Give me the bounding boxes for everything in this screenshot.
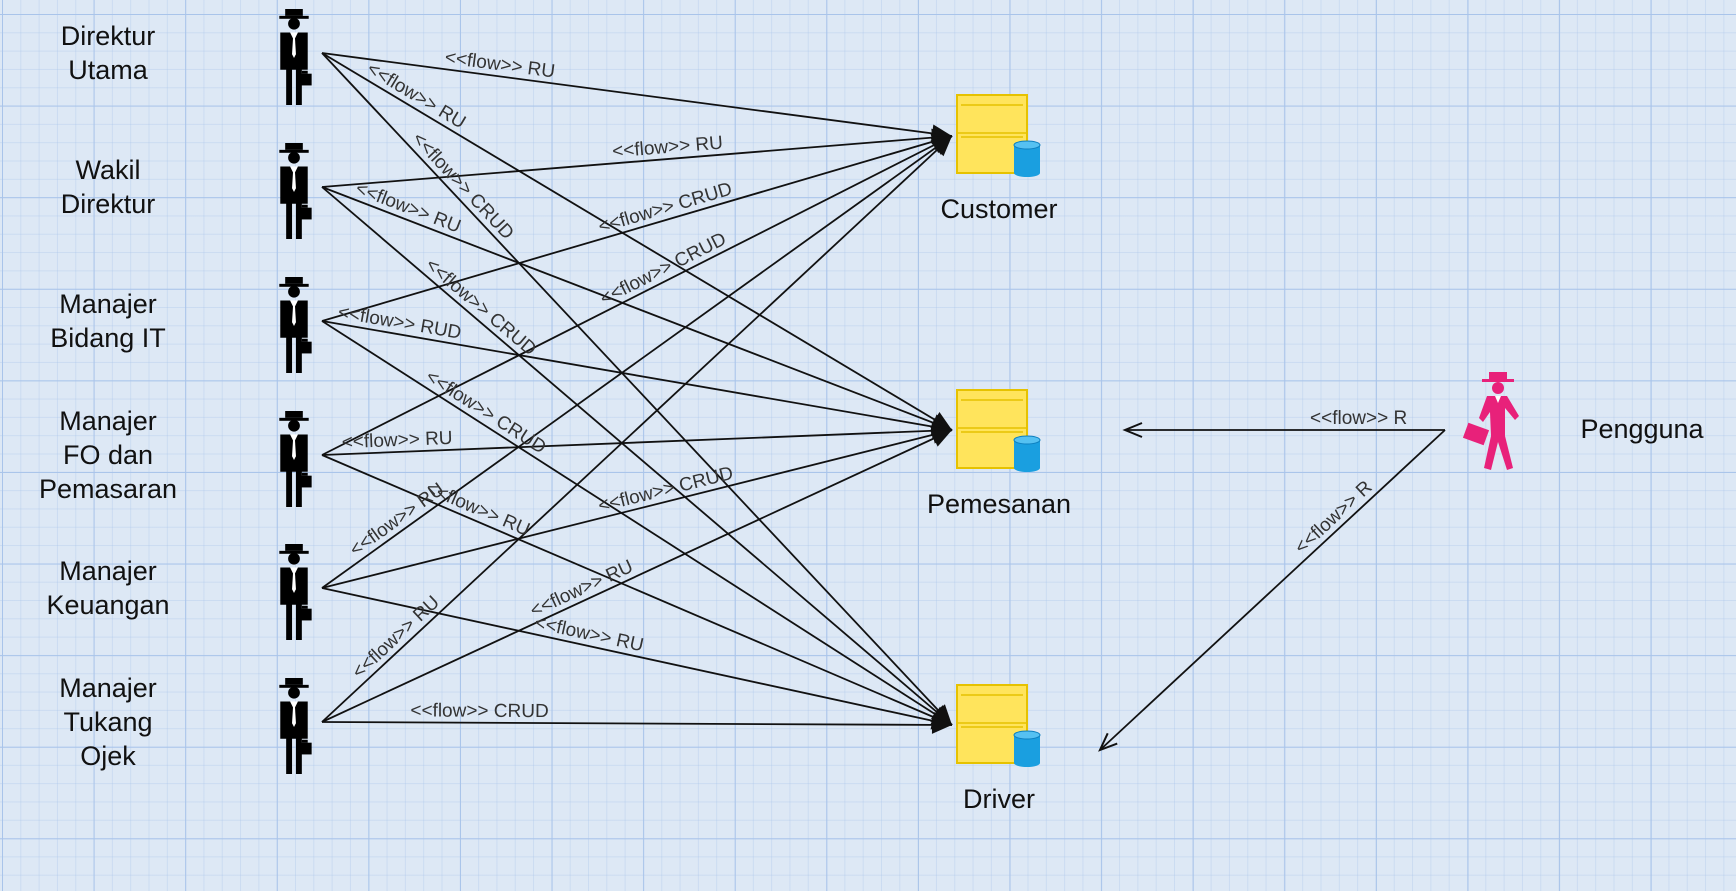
businessman-icon (279, 9, 312, 106)
businessman-icon (279, 277, 312, 374)
flow-line-manajer-keuangan-customer (321, 135, 953, 589)
arrow-head (930, 430, 952, 447)
flow-label: <<flow>> R (1291, 477, 1377, 558)
businessman-icon (279, 544, 312, 641)
flow-line-user-driver (1099, 429, 1446, 751)
arrow-head (931, 715, 952, 734)
flow-line-manajer-tukang-ojek-pemesanan (321, 429, 953, 723)
flow-label: <<flow>> CRUD (597, 229, 730, 310)
walking-person-icon (1462, 372, 1519, 470)
flow-lines (321, 52, 1446, 752)
actor-label: Ojek (80, 741, 136, 771)
actor-label: Bidang IT (50, 323, 166, 353)
flow-line-direktur-utama-customer (321, 52, 953, 137)
actor-label: Tukang (63, 707, 152, 737)
database-entity-icon (956, 389, 1041, 472)
businessman-icon (279, 678, 312, 775)
user-label: Pengguna (1580, 414, 1704, 444)
actor-label: Keuangan (46, 590, 169, 620)
arrow-head (1122, 422, 1143, 438)
flow-label: <<flow>> RU (341, 428, 453, 453)
entity-label: Customer (940, 194, 1057, 224)
entity-label: Driver (963, 784, 1035, 814)
flow-label: <<flow>> RUD (336, 302, 462, 344)
arrow-head (931, 136, 952, 157)
diagram-nodes: DirekturUtamaWakilDirekturManajerBidang … (39, 9, 1705, 814)
entity-pemesanan: Pemesanan (927, 389, 1071, 519)
flow-line-manajer-fo-customer (321, 135, 953, 456)
actor-label: Manajer (59, 289, 157, 319)
flow-line-direktur-utama-pemesanan (321, 52, 953, 431)
flow-line-manajer-bidang-it-customer (321, 135, 953, 322)
flow-line-manajer-tukang-ojek-driver (321, 721, 953, 726)
flow-line-manajer-tukang-ojek-customer (321, 135, 953, 723)
flow-label: <<flow>> CRUD (596, 179, 735, 238)
actor-label: Direktur (61, 21, 156, 51)
flow-line-wakil-direktur-pemesanan (321, 186, 953, 431)
flow-line-manajer-fo-pemesanan (321, 429, 953, 456)
flow-label: <<flow>> RU (611, 133, 723, 163)
businessman-icon (279, 411, 312, 508)
flow-line-wakil-direktur-driver (321, 186, 953, 726)
flow-line-direktur-utama-driver (321, 52, 953, 726)
flow-label: <<flow>> CRUD (421, 254, 540, 360)
database-entity-icon (956, 94, 1041, 177)
flow-line-manajer-bidang-it-pemesanan (321, 320, 953, 431)
actor-label: Pemasaran (39, 474, 177, 504)
arrow-head (1098, 732, 1118, 752)
actor-pengguna: Pengguna (1462, 372, 1705, 470)
flow-label: <<flow>> RU (533, 612, 646, 656)
flow-line-manajer-keuangan-pemesanan (321, 429, 953, 589)
actor-label: Manajer (59, 406, 157, 436)
entity-label: Pemesanan (927, 489, 1071, 519)
actor-label: Utama (68, 55, 149, 85)
flow-label: <<flow>> R (1310, 408, 1407, 429)
flow-label: <<flow>> RU (346, 479, 448, 561)
actor-label: Direktur (61, 189, 156, 219)
flow-label: <<flow>> CRUD (410, 700, 548, 722)
database-entity-icon (956, 684, 1041, 767)
flow-labels: <<flow>> RU<<flow>> RU<<flow>> CRUD<<flo… (336, 47, 1407, 722)
flow-line-manajer-bidang-it-driver (321, 320, 953, 726)
flow-line-manajer-keuangan-driver (321, 587, 953, 726)
actor-label: Manajer (59, 673, 157, 703)
entity-customer: Customer (940, 94, 1058, 224)
businessman-icon (279, 143, 312, 240)
flow-line-wakil-direktur-customer (321, 135, 953, 188)
entity-driver: Driver (956, 684, 1041, 814)
flow-line-manajer-fo-driver (321, 454, 953, 726)
flow-label: <<flow>> RU (348, 592, 444, 683)
actor-label: Manajer (59, 556, 157, 586)
actor-label: FO dan (63, 440, 153, 470)
actor-label: Wakil (76, 155, 141, 185)
